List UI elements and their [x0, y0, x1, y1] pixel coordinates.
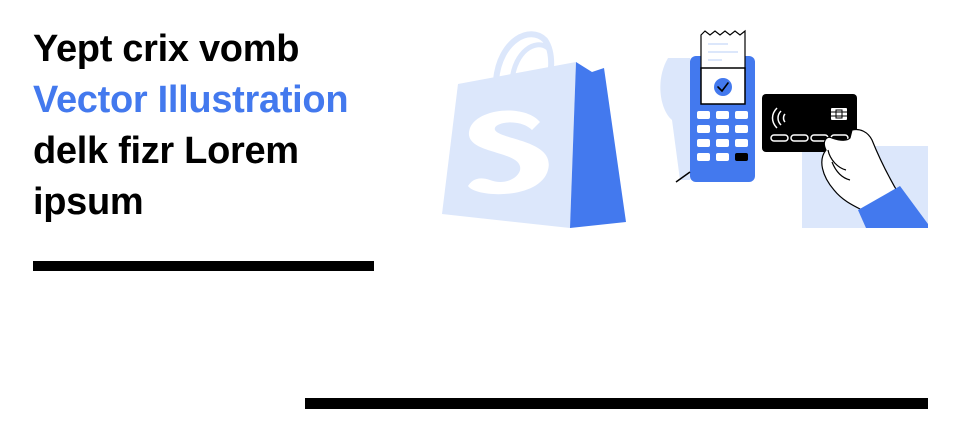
headline-line-4: ipsum	[33, 181, 144, 223]
divider-bar-top	[33, 261, 374, 271]
headline-line-3: delk fizr Lorem	[33, 130, 299, 172]
headline-line-2-accent: Vector Illustration	[33, 79, 349, 121]
payment-terminal-icon	[660, 29, 755, 183]
headline: Yept crix vomb Vector Illustration delk …	[33, 24, 349, 228]
receipt-icon	[700, 29, 746, 71]
hand-icon	[821, 128, 928, 228]
shopping-bag-icon	[442, 31, 626, 228]
divider-bar-bottom	[305, 398, 928, 409]
headline-line-1: Yept crix vomb	[33, 28, 300, 70]
credit-card-icon	[762, 94, 857, 152]
